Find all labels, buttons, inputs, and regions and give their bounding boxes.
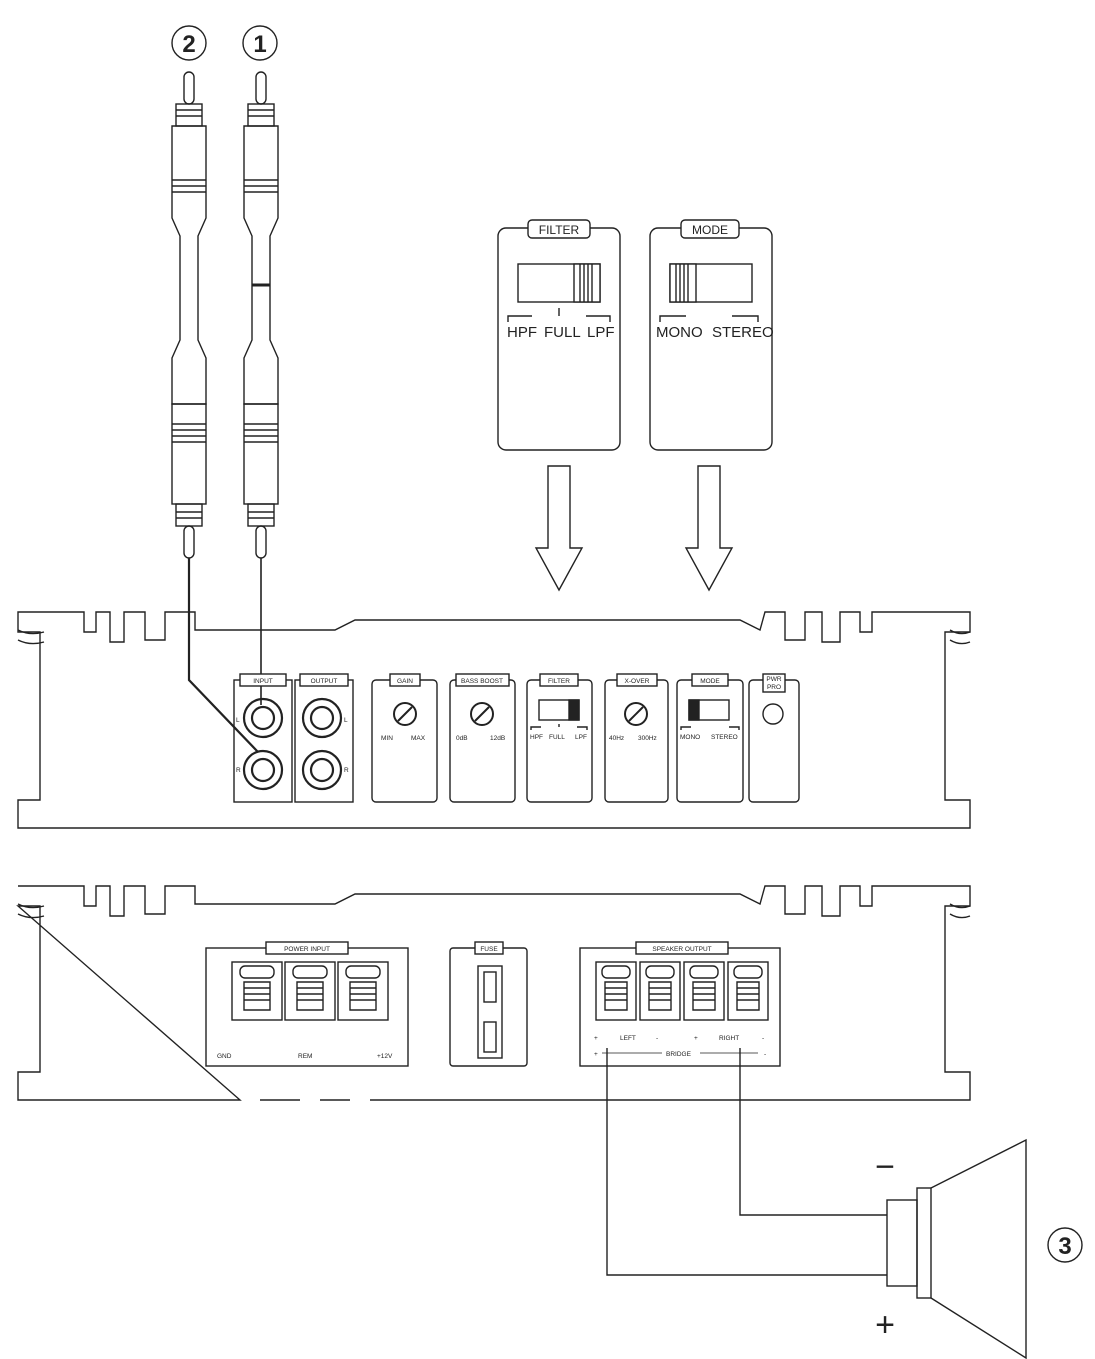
svg-text:BASS BOOST: BASS BOOST	[461, 678, 503, 685]
svg-text:INPUT: INPUT	[253, 678, 273, 685]
svg-text:L: L	[344, 717, 348, 724]
speaker-terminal-left-minus[interactable]	[639, 961, 681, 1021]
svg-text:HPF: HPF	[507, 324, 537, 341]
svg-text:STEREO: STEREO	[712, 324, 774, 341]
xover-panel: X-OVER 40Hz 300Hz	[604, 673, 669, 803]
svg-text:LPF: LPF	[587, 324, 615, 341]
input-jack-l[interactable]	[242, 697, 284, 739]
svg-text:1: 1	[253, 31, 266, 58]
callout-3: 3	[1047, 1227, 1083, 1263]
svg-text:MAX: MAX	[411, 735, 426, 742]
input-panel: INPUT L R	[233, 673, 293, 803]
svg-text:3: 3	[1058, 1233, 1071, 1260]
svg-text:MODE: MODE	[700, 678, 720, 685]
terminal-rem[interactable]	[284, 961, 336, 1021]
svg-text:−: −	[875, 1148, 895, 1186]
output-panel: OUTPUT L R	[294, 673, 354, 803]
svg-text:+: +	[594, 1051, 598, 1058]
svg-text:MIN: MIN	[381, 735, 393, 742]
gain-panel: GAIN MIN MAX	[371, 673, 438, 803]
svg-text:X-OVER: X-OVER	[625, 678, 650, 685]
svg-text:FULL: FULL	[549, 734, 565, 741]
rca-cable-2	[171, 71, 207, 559]
bass-boost-panel: BASS BOOST 0dB 12dB	[449, 673, 516, 803]
svg-text:PRO: PRO	[767, 684, 781, 691]
svg-text:-: -	[764, 1051, 766, 1058]
mode-detail-panel: MODE MONO STEREO	[649, 219, 774, 451]
rca-cable-1	[243, 71, 279, 559]
svg-text:STEREO: STEREO	[711, 734, 738, 741]
fuse-panel: FUSE	[449, 941, 528, 1067]
svg-text:MONO: MONO	[656, 324, 703, 341]
output-jack-r[interactable]	[301, 749, 343, 791]
svg-text:12dB: 12dB	[490, 735, 505, 742]
svg-text:OUTPUT: OUTPUT	[311, 678, 338, 685]
speaker-output-panel: SPEAKER OUTPUT + LEFT - + RIGHT - + BRID…	[579, 941, 781, 1067]
svg-text:FILTER: FILTER	[548, 678, 570, 685]
svg-text:RIGHT: RIGHT	[719, 1035, 739, 1042]
svg-text:GND: GND	[217, 1053, 232, 1060]
filter-switch[interactable]	[538, 699, 580, 721]
terminal-12v[interactable]	[337, 961, 389, 1021]
xover-knob[interactable]	[624, 702, 648, 726]
speaker-terminal-left-plus[interactable]	[595, 961, 637, 1021]
svg-text:-: -	[762, 1035, 764, 1042]
pwr-pro-led	[762, 703, 784, 725]
svg-text:300Hz: 300Hz	[638, 735, 657, 742]
svg-text:2: 2	[182, 31, 195, 58]
gain-knob[interactable]	[393, 702, 417, 726]
wire-rca-2	[187, 558, 259, 753]
svg-text:40Hz: 40Hz	[609, 735, 624, 742]
terminal-gnd[interactable]	[231, 961, 283, 1021]
fuse-holder[interactable]	[477, 965, 503, 1059]
speaker-terminal-right-plus[interactable]	[683, 961, 725, 1021]
input-jack-r[interactable]	[242, 749, 284, 791]
arrow-mode	[684, 465, 734, 592]
svg-text:+: +	[594, 1035, 598, 1042]
svg-text:SPEAKER OUTPUT: SPEAKER OUTPUT	[652, 946, 711, 953]
mode-switch[interactable]	[688, 699, 730, 721]
svg-text:+: +	[694, 1035, 698, 1042]
wire-bridge-plus	[606, 1048, 887, 1276]
rear-amp-chassis	[16, 885, 971, 1101]
speaker-terminal-right-minus[interactable]	[727, 961, 769, 1021]
svg-text:FULL: FULL	[544, 324, 581, 341]
wire-bridge-minus	[739, 1048, 887, 1216]
svg-text:BRIDGE: BRIDGE	[666, 1051, 692, 1058]
svg-text:LEFT: LEFT	[620, 1035, 636, 1042]
svg-text:HPF: HPF	[530, 734, 543, 741]
callout-1: 1	[242, 25, 278, 61]
svg-text:GAIN: GAIN	[397, 678, 413, 685]
svg-text:LPF: LPF	[575, 734, 587, 741]
svg-text:FUSE: FUSE	[480, 946, 498, 953]
callout-2: 2	[171, 25, 207, 61]
svg-text:POWER INPUT: POWER INPUT	[284, 946, 330, 953]
pwr-pro-panel: PWR PRO	[748, 673, 800, 803]
svg-text:+: +	[875, 1306, 895, 1344]
filter-panel: FILTER HPF FULL LPF	[526, 673, 593, 803]
bass-boost-knob[interactable]	[470, 702, 494, 726]
svg-text:-: -	[656, 1035, 658, 1042]
svg-text:R: R	[344, 767, 349, 774]
svg-text:L: L	[236, 717, 240, 724]
svg-text:PWR: PWR	[766, 676, 781, 683]
svg-text:MODE: MODE	[692, 223, 728, 237]
svg-text:R: R	[236, 767, 241, 774]
svg-text:MONO: MONO	[680, 734, 700, 741]
svg-text:0dB: 0dB	[456, 735, 468, 742]
arrow-filter	[534, 465, 584, 592]
speaker: − +	[875, 1138, 1027, 1359]
power-input-panel: POWER INPUT GND REM +12V	[205, 941, 409, 1067]
svg-text:REM: REM	[298, 1053, 312, 1060]
output-jack-l[interactable]	[301, 697, 343, 739]
filter-detail-panel: FILTER HPF FULL LPF	[497, 219, 621, 451]
mode-panel: MODE MONO STEREO	[676, 673, 744, 803]
svg-text:+12V: +12V	[377, 1053, 393, 1060]
svg-text:FILTER: FILTER	[539, 223, 580, 237]
front-amp-chassis	[17, 611, 971, 829]
